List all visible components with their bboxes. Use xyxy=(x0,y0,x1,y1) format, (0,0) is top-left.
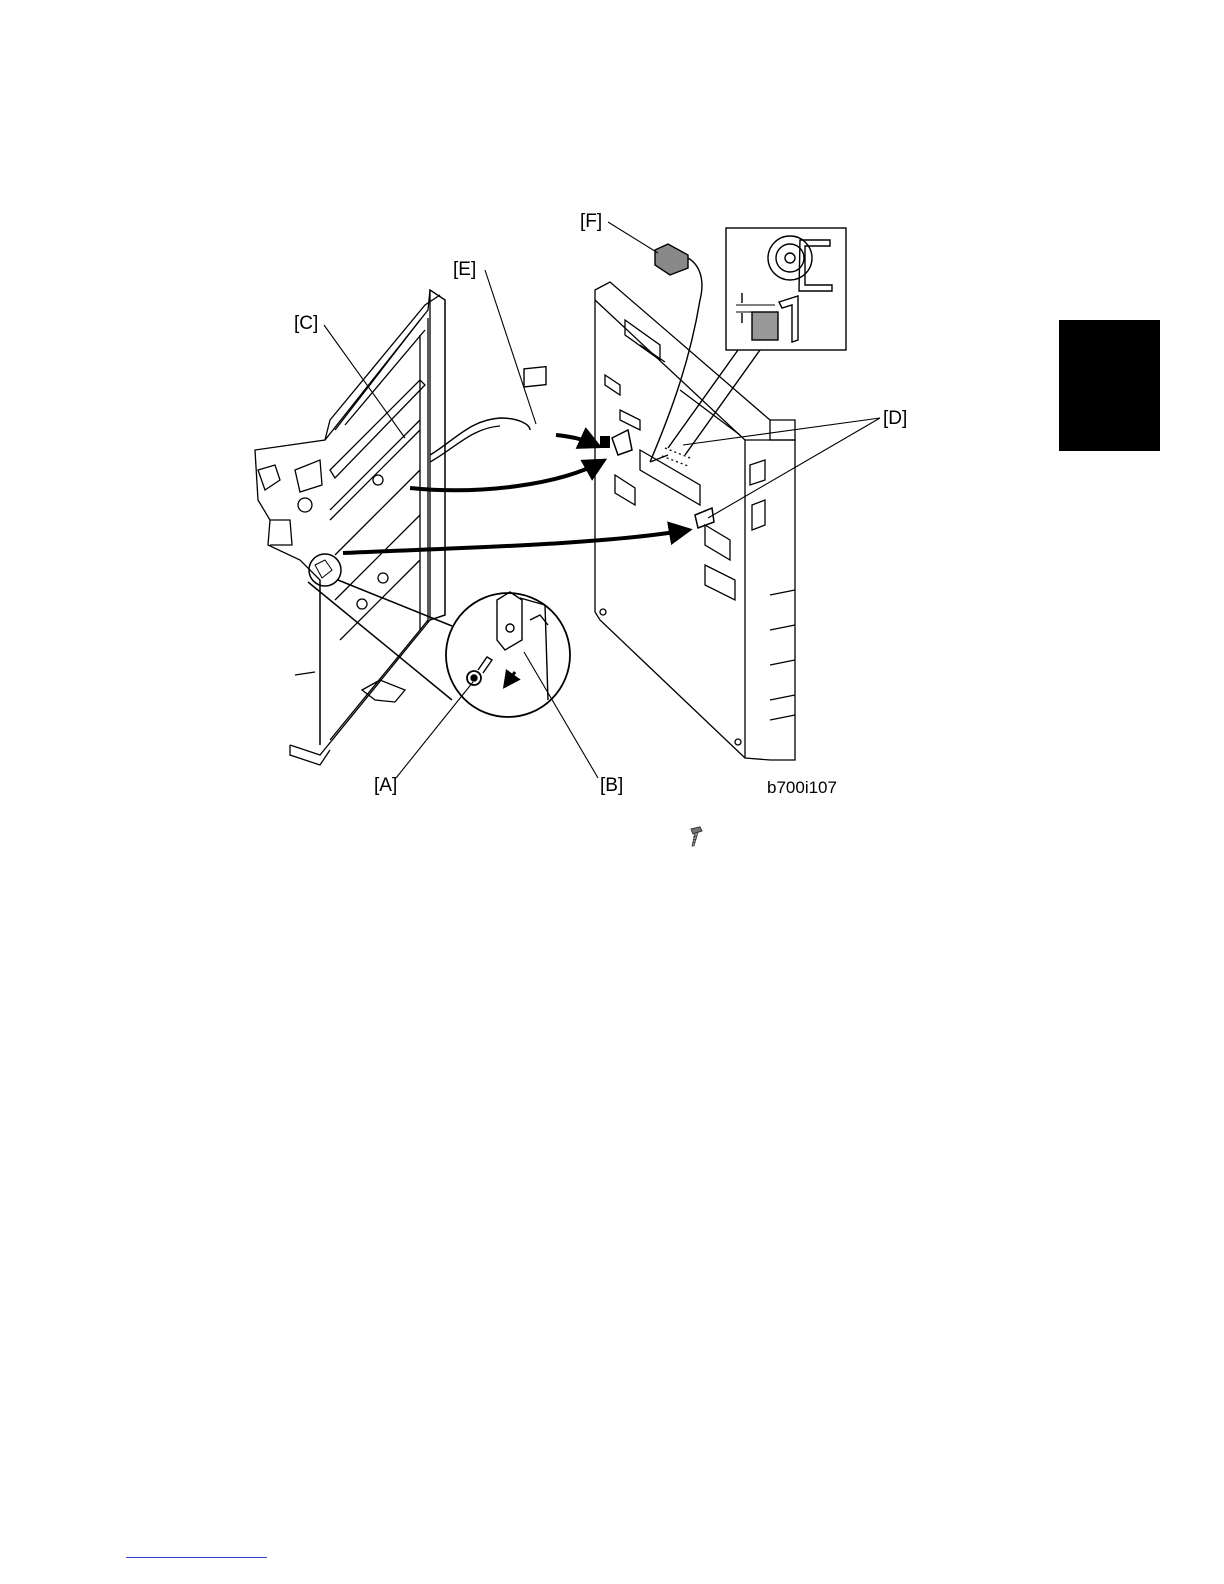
section-tab xyxy=(1059,320,1160,451)
screw-icon xyxy=(688,826,704,850)
figure-code: b700i107 xyxy=(767,778,837,798)
callout-label-f: [F] xyxy=(580,212,602,231)
callout-label-e: [E] xyxy=(453,260,476,279)
callout-label-b: [B] xyxy=(600,776,623,795)
connector-e xyxy=(524,367,546,387)
insertion-arrows xyxy=(343,435,688,553)
callout-label-d: [D] xyxy=(883,409,907,428)
main-unit xyxy=(595,282,795,760)
callout-label-c: [C] xyxy=(294,314,318,333)
side-unit xyxy=(255,290,530,765)
inset-detail xyxy=(668,228,846,455)
sensor-f xyxy=(650,244,702,462)
callout-label-a: [A] xyxy=(374,776,397,795)
footer-rule xyxy=(126,1557,267,1558)
installation-illustration xyxy=(0,0,1224,900)
